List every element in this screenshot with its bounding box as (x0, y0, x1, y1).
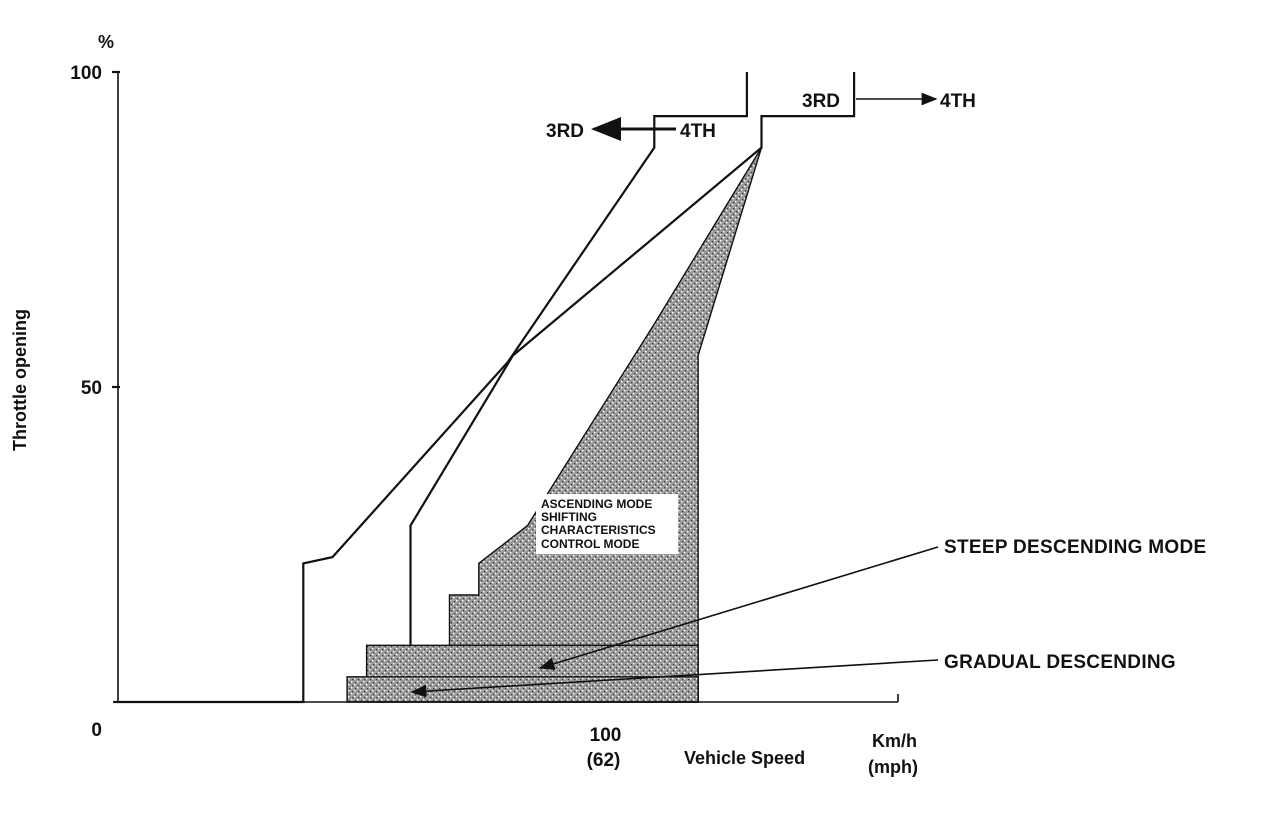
inset-line-2: SHIFTING (541, 510, 597, 524)
x-unit-alt-label: (mph) (868, 757, 918, 777)
shift-up-to: 4TH (940, 91, 976, 112)
y-unit-label: % (98, 32, 114, 52)
x-unit-label: Km/h (872, 731, 917, 751)
gradual-descending-label: GRADUAL DESCENDING (944, 652, 1176, 673)
shift-down-to: 4TH (680, 121, 716, 142)
x-tick-label-100: 100 (590, 725, 622, 746)
x-tick-sublabel-100: (62) (587, 750, 621, 771)
x-ticks: 100 (62) (587, 725, 622, 771)
y-tick-label-50: 50 (81, 378, 102, 399)
y-tick-label-0: 0 (91, 720, 102, 741)
gradual-descending-leader (410, 659, 939, 698)
inset-line-3: CHARACTERISTICS (541, 523, 656, 537)
x-axis-label: Vehicle Speed (684, 748, 805, 768)
shift-up-from: 3RD (802, 91, 840, 112)
inset-line-1: ASCENDING MODE (541, 497, 652, 511)
steep-descending-label: STEEP DESCENDING MODE (944, 537, 1207, 558)
ascending-mode-box (536, 494, 678, 554)
steep-descending-leader (538, 546, 939, 670)
ascending-mode-region (448, 147, 763, 703)
gradual-descending-region (346, 676, 699, 703)
shift-down-from: 3RD (546, 121, 584, 142)
y-ticks: 0 50 100 (70, 63, 120, 741)
inset-line-4: CONTROL MODE (541, 537, 639, 551)
y-axis-label: Throttle opening (10, 309, 30, 451)
series-3rd-4th-upshift (409, 72, 856, 646)
y-tick-label-100: 100 (70, 63, 102, 84)
